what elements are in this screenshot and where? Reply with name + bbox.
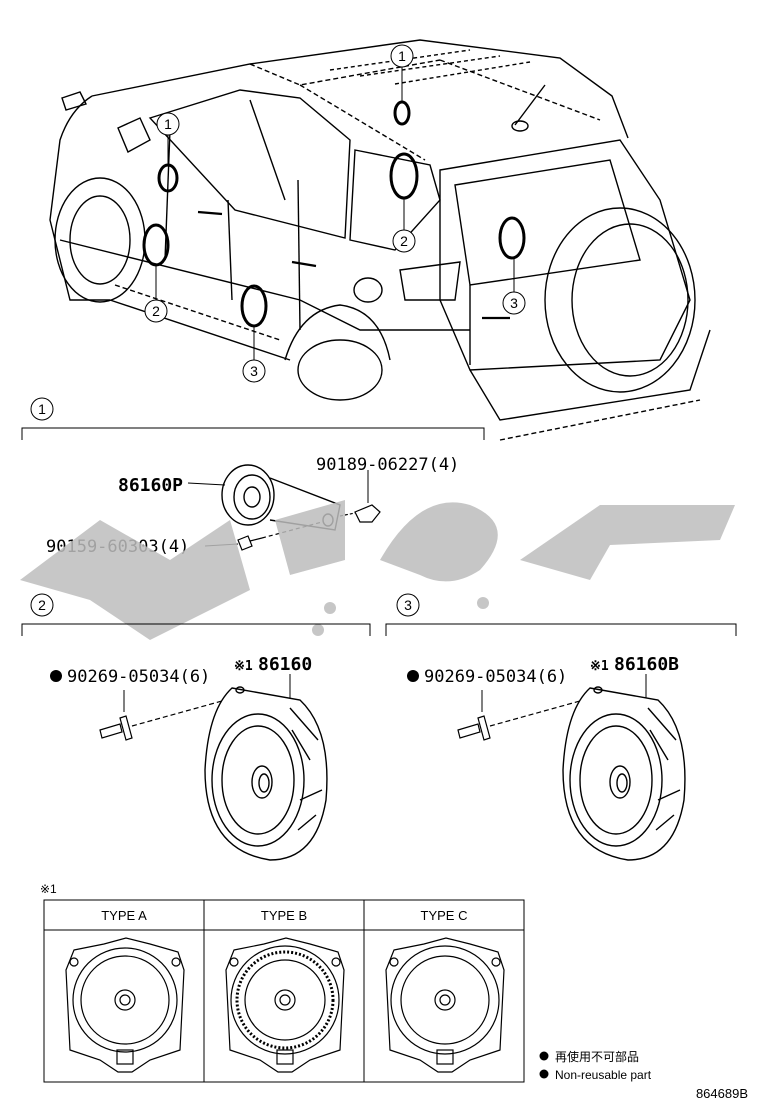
callout-3-rear: 3: [510, 295, 518, 311]
speaker-type-a-drawing: [65, 937, 185, 1073]
speaker-type-b-drawing: [225, 937, 345, 1073]
legend-japanese: 再使用不可部品: [555, 1049, 639, 1064]
type-table: ※1 TYPE A TYPE B TYPE C: [40, 882, 525, 1083]
part-number-90189-06227: 90189-06227(4): [316, 455, 459, 475]
callout-leaders: [144, 44, 526, 383]
speaker-location-markers: [142, 100, 526, 328]
part-number-90269-05034-right: 90269-05034(6): [424, 667, 567, 687]
watermark: [20, 500, 735, 640]
type-b-header: TYPE B: [261, 908, 307, 923]
speaker-type-c-drawing: [385, 937, 505, 1073]
section-marker-1: 1: [38, 401, 46, 417]
callout-2-rear: 2: [400, 233, 408, 249]
part-number-86160P: 86160P: [118, 475, 183, 496]
section-3: 3 90269-05034(6) ※1 86160B: [385, 593, 737, 861]
location-3-rear-door: [240, 284, 268, 328]
callout-1-front: 1: [164, 116, 172, 132]
note-mark-left: ※1: [234, 659, 253, 674]
legend: 再使用不可部品 Non-reusable part: [539, 1049, 652, 1082]
screw-90159-drawing: [237, 521, 323, 551]
section-2: 2 90269-05034(6) ※1 86160: [21, 593, 371, 861]
diagram-reference-number: 864689B: [696, 1086, 748, 1101]
legend-english: Non-reusable part: [555, 1068, 652, 1082]
clip-90189-drawing: [339, 504, 381, 523]
type-c-header: TYPE C: [421, 908, 468, 923]
part-number-86160B: 86160B: [614, 654, 679, 675]
section-marker-3: 3: [404, 597, 412, 613]
callout-1-rear: 1: [398, 48, 406, 64]
speaker-86160-drawing: [204, 686, 328, 861]
type-a-header: TYPE A: [101, 908, 147, 923]
rivet-90269-left-drawing: [99, 695, 241, 741]
location-2-front-door: [142, 223, 170, 267]
note-mark-table: ※1: [40, 882, 57, 896]
callout-numbers: 1 1 2 2 3 3: [152, 48, 518, 379]
rivet-90269-right-drawing: [457, 695, 599, 741]
vehicle-illustration: [49, 39, 711, 441]
callout-3-front: 3: [250, 363, 258, 379]
callout-2-front: 2: [152, 303, 160, 319]
part-number-90269-05034-left: 90269-05034(6): [67, 667, 210, 687]
note-mark-right: ※1: [590, 659, 609, 674]
speaker-86160B-drawing: [562, 686, 686, 861]
location-2-rear-door: [389, 152, 419, 200]
part-number-86160: 86160: [258, 654, 312, 675]
section-marker-2: 2: [38, 597, 46, 613]
location-3-rear-quarter: [498, 216, 526, 260]
location-1-rear-door: [393, 100, 411, 126]
